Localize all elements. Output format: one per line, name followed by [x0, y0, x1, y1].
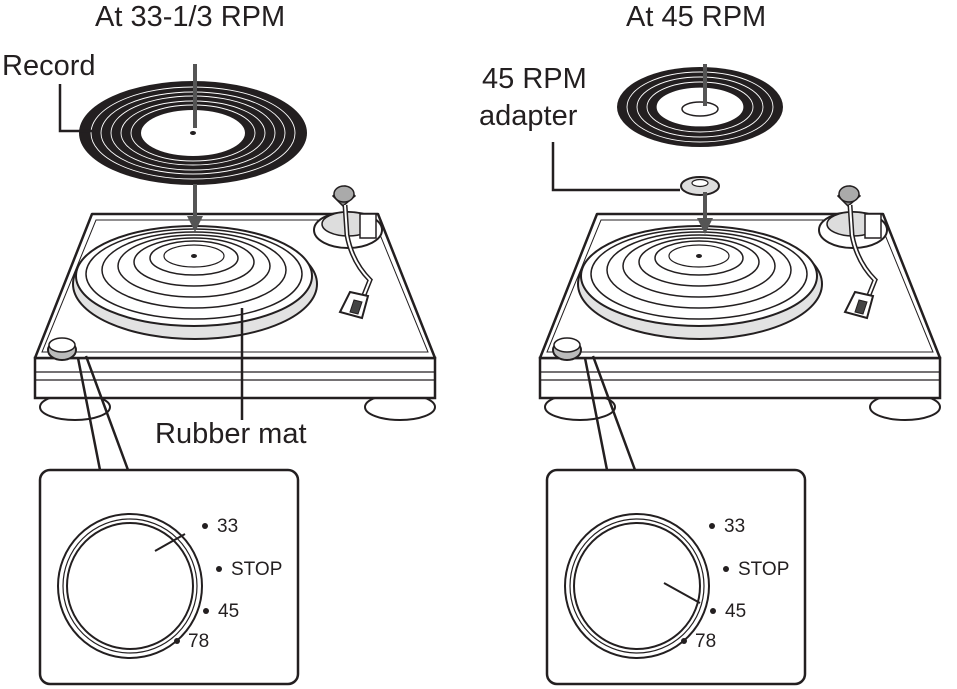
adapter-leader-line [551, 142, 680, 192]
record-disc-45 [617, 67, 783, 147]
dial-option-stop: STOP [738, 559, 790, 580]
dial-option-stop: STOP [231, 559, 283, 580]
dial-option-45: 45 [725, 601, 747, 622]
down-arrow-left [187, 64, 203, 232]
adapter-ring [680, 176, 720, 196]
dial-needle-right [663, 582, 701, 604]
zoom-callout-right [583, 355, 637, 471]
turntable-left [35, 186, 435, 420]
record-leader-line [58, 84, 94, 133]
adapter-label-line2: adapter [479, 100, 578, 132]
turntable-right [540, 186, 940, 420]
heading-45rpm: At 45 RPM [626, 1, 767, 33]
dial-option-33: 33 [217, 516, 239, 537]
dial-option-45: 45 [218, 601, 240, 622]
right-panel [540, 64, 940, 686]
left-panel [35, 64, 435, 686]
down-arrow-right [697, 64, 713, 234]
rubber-mat-label: Rubber mat [155, 418, 307, 450]
dial-option-78: 78 [695, 631, 717, 652]
dial-option-33: 33 [724, 516, 746, 537]
adapter-label-line1: 45 RPM [482, 63, 587, 95]
zoom-callout-left [76, 355, 130, 471]
dial-needle-left [154, 533, 186, 552]
record-label: Record [2, 50, 96, 82]
dial-option-78: 78 [188, 631, 210, 652]
heading-33rpm: At 33-1/3 RPM [95, 1, 286, 33]
